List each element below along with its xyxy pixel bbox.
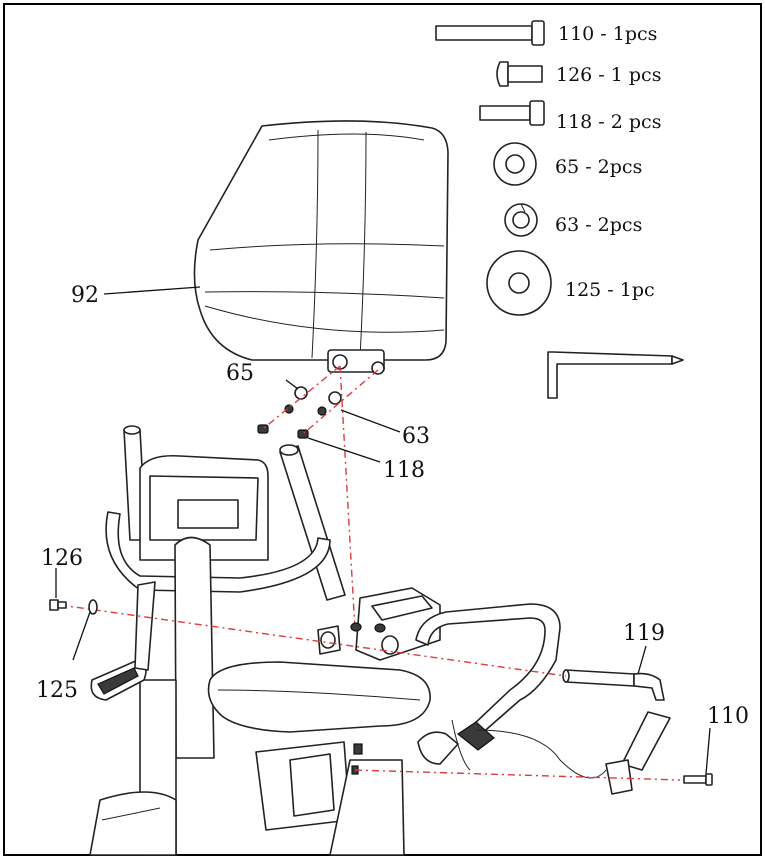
callout-leaders [55, 286, 711, 775]
callout-backrest-92: 92 [71, 283, 99, 308]
callout-bolt-126: 126 [41, 546, 83, 571]
bolt-126-icon [496, 61, 543, 87]
bike-frame [89, 425, 561, 856]
washer-63-icon [504, 203, 538, 237]
callout-washer-125: 125 [36, 678, 78, 703]
washer-65-icon [493, 142, 537, 186]
hardware-item-126: 126 - 1 pcs [496, 61, 661, 87]
rail-tube-assembly [475, 669, 671, 795]
hardware-item-63: 63 - 2pcs [504, 203, 642, 237]
backrest-cushion [193, 120, 449, 361]
rail-hardware-left [49, 599, 98, 615]
backrest-hardware [257, 386, 342, 439]
hardware-item-118: 118 - 2 pcs [479, 100, 661, 133]
hardware-label-65: 65 - 2pcs [555, 156, 642, 178]
bolt-110-installed [683, 773, 713, 786]
hardware-label-110: 110 - 1pcs [558, 23, 657, 45]
callout-bolt-118: 118 [383, 458, 425, 483]
allen-wrench-icon [547, 351, 684, 399]
assembly-path-backrest [263, 365, 379, 631]
hardware-label-118: 118 - 2 pcs [556, 111, 661, 133]
backrest-bracket [327, 349, 385, 375]
hardware-list: 110 - 1pcs 126 - 1 pcs 118 - 2 pcs 65 - … [435, 20, 684, 399]
callout-washer-65: 65 [226, 361, 254, 386]
hardware-item-65: 65 - 2pcs [493, 142, 642, 186]
hardware-label-125: 125 - 1pc [565, 279, 655, 301]
callout-washer-63: 63 [402, 424, 430, 449]
callout-tube-119: 119 [623, 621, 665, 646]
hardware-item-125: 125 - 1pc [486, 250, 655, 316]
hardware-label-63: 63 - 2pcs [555, 214, 642, 236]
washer-125-icon [486, 250, 552, 316]
hardware-item-110: 110 - 1pcs [435, 20, 657, 46]
bolt-110-icon [435, 20, 545, 46]
assembly-path-rail [59, 604, 681, 781]
callout-bolt-110: 110 [707, 704, 749, 729]
hardware-label-126: 126 - 1 pcs [556, 64, 661, 86]
bolt-118-icon [479, 100, 545, 126]
callout-labels: 92 65 63 118 126 125 119 110 [36, 283, 749, 729]
